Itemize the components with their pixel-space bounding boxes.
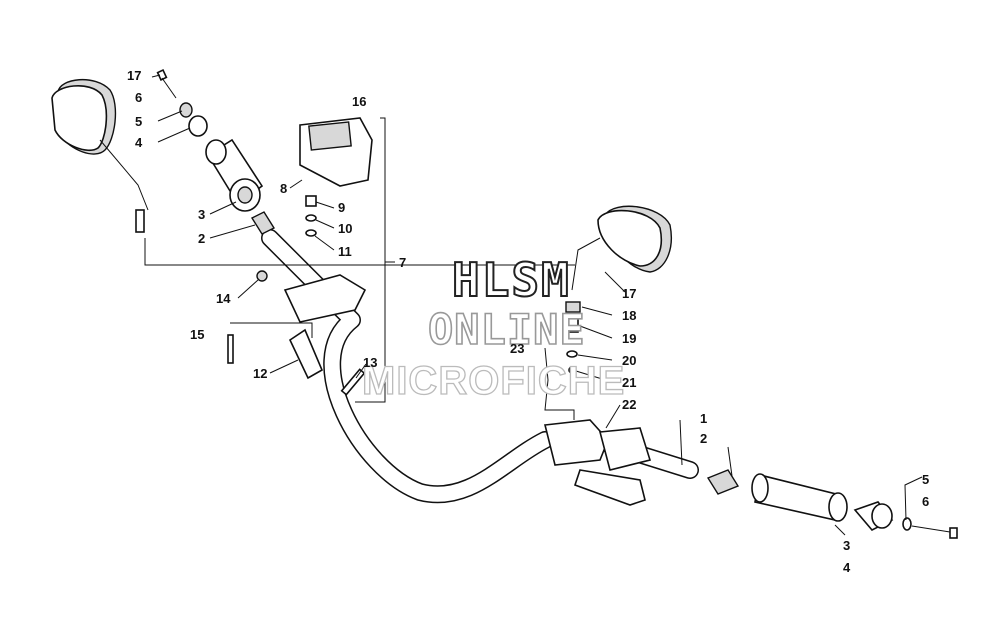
callout-3-right: 3: [843, 538, 850, 553]
callout-1: 1: [700, 411, 707, 426]
callout-15: 15: [190, 327, 204, 342]
watermark-line-2: ONLINE: [428, 305, 586, 354]
watermark: HLSM ONLINE MICROFICHE: [361, 252, 625, 404]
callout-21: 21: [622, 375, 636, 390]
right-mirror: [571, 205, 672, 291]
callout-19: 19: [622, 331, 636, 346]
callout-18: 18: [622, 308, 636, 323]
callout-10: 10: [338, 221, 352, 236]
callout-16: 16: [352, 94, 366, 109]
callout-6-left: 6: [135, 90, 142, 105]
watermark-line-3: MICROFICHE: [362, 359, 625, 403]
right-mirror-hardware: [565, 301, 581, 374]
small-hardware: [305, 195, 317, 237]
callout-20: 20: [622, 353, 636, 368]
callout-23: 23: [510, 341, 524, 356]
callout-4-left: 4: [135, 135, 143, 150]
callout-4-right: 4: [843, 560, 851, 575]
callout-3-left: 3: [198, 207, 205, 222]
callout-11: 11: [338, 244, 352, 259]
callout-9: 9: [338, 200, 345, 215]
throttle-assembly: [227, 270, 367, 396]
left-end-hardware: [156, 69, 208, 137]
left-mirror: [51, 78, 149, 233]
callout-12: 12: [253, 366, 267, 381]
callout-14: 14: [216, 291, 231, 306]
brake-master-cylinder: [544, 419, 652, 506]
callout-5-left: 5: [135, 114, 142, 129]
callout-2-left: 2: [198, 231, 205, 246]
callout-8: 8: [280, 181, 287, 196]
right-end-hardware: [706, 469, 958, 539]
callout-2-right: 2: [700, 431, 707, 446]
leader-lines: [144, 74, 923, 536]
watermark-line-1: HLSM: [452, 253, 571, 307]
callout-5-right: 5: [922, 472, 929, 487]
callout-13: 13: [363, 355, 377, 370]
callout-22: 22: [622, 397, 636, 412]
callout-17-right: 17: [622, 286, 636, 301]
left-insert: [250, 211, 276, 235]
callout-17-left: 17: [127, 68, 141, 83]
switch-housing: [299, 117, 373, 187]
callout-numbers: 17 6 5 4 16 8 9 10 11 3 2 7 14 15 12 13 …: [127, 68, 929, 575]
callout-6-right: 6: [922, 494, 929, 509]
callout-7: 7: [399, 255, 406, 270]
left-grip: [205, 138, 264, 212]
